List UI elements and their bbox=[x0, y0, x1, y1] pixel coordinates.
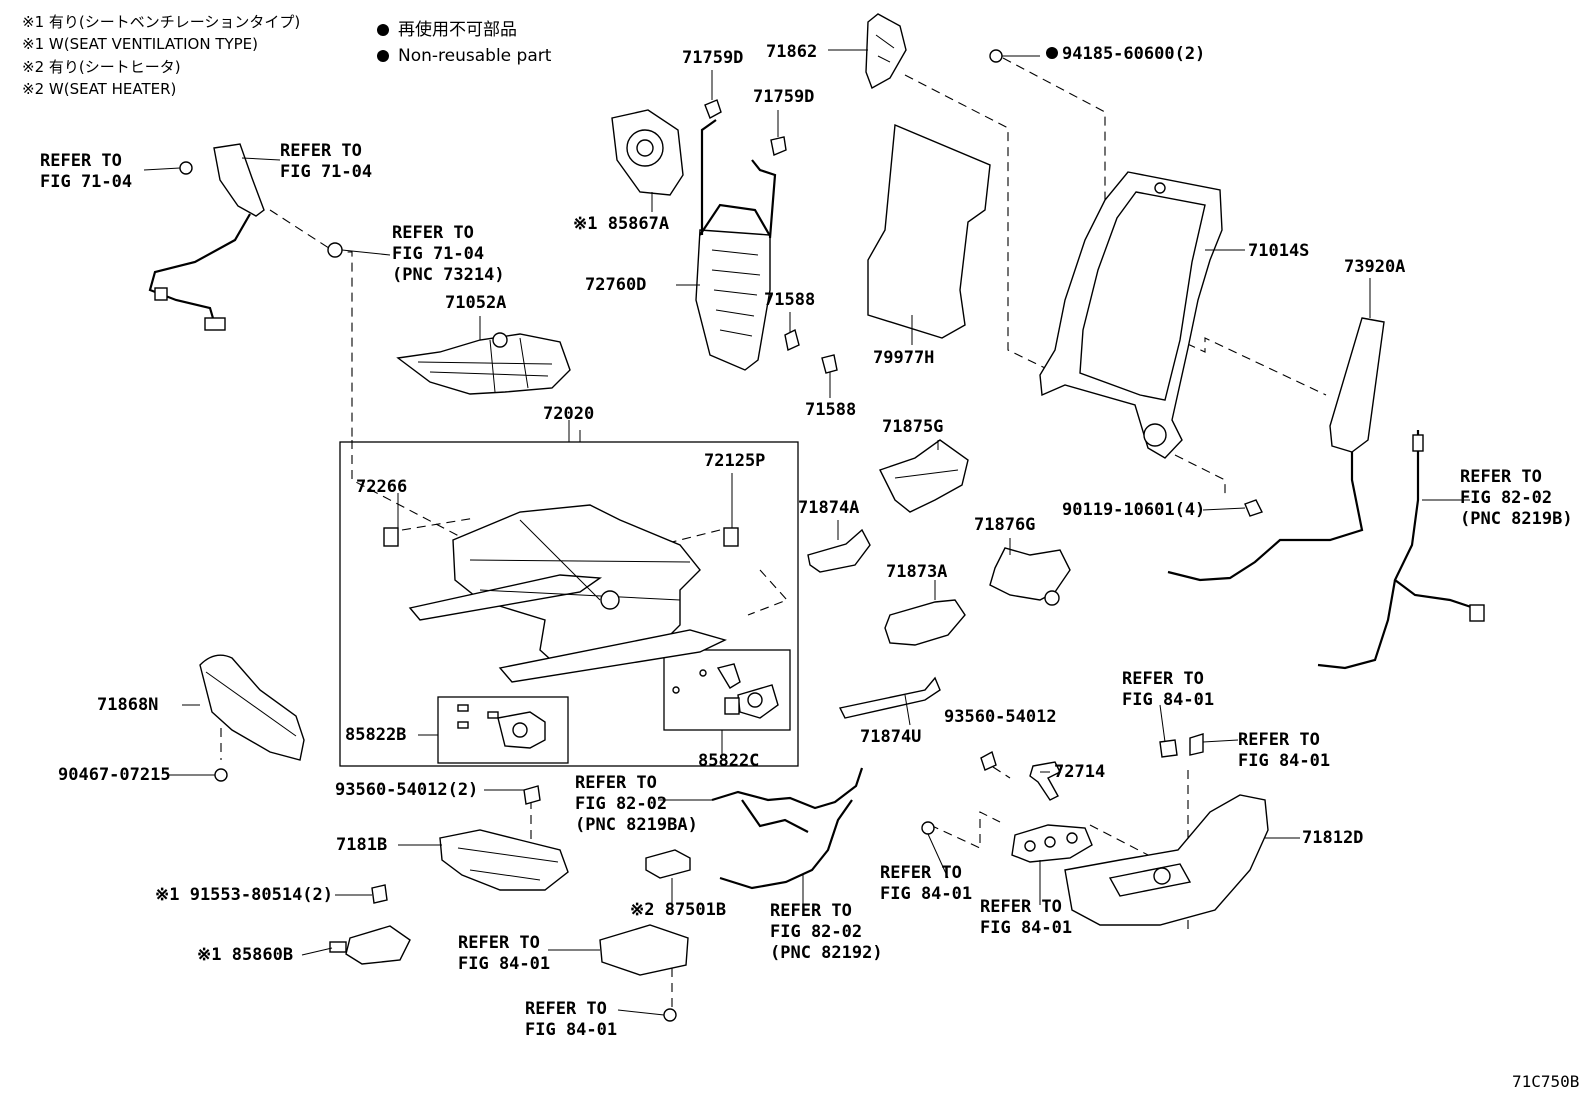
refer-5-line-1: REFER TO bbox=[575, 773, 657, 793]
label-94185: 94185-60600(2) bbox=[1062, 44, 1205, 64]
refer-8-line-2: FIG 82-02 bbox=[770, 922, 862, 942]
label-79977H: 79977H bbox=[873, 348, 934, 368]
legend-nonreuse-en: Non-reusable part bbox=[398, 46, 552, 66]
label-72266: 72266 bbox=[356, 477, 407, 497]
refer-1-line-2: FIG 71-04 bbox=[40, 172, 132, 192]
legend-nonreuse-ja: 再使用不可部品 bbox=[398, 19, 517, 40]
refer-12-line-1: REFER TO bbox=[525, 999, 607, 1019]
label-90119: 90119-10601(4) bbox=[1062, 500, 1205, 520]
refer-3-line-1: REFER TO bbox=[392, 223, 474, 243]
refer-10-line-2: FIG 84-01 bbox=[980, 918, 1072, 938]
label-71868N: 71868N bbox=[97, 695, 158, 715]
refer-5-line-3: (PNC 8219BA) bbox=[575, 815, 698, 835]
label-93560-54012: 93560-54012 bbox=[944, 707, 1057, 727]
non-reusable-dot-icon bbox=[377, 24, 389, 36]
refer-9-line-1: REFER TO bbox=[880, 863, 962, 883]
refer-5-line-2: FIG 82-02 bbox=[575, 794, 667, 814]
refer-3-line-3: (PNC 73214) bbox=[392, 265, 505, 285]
legend-line-4: ※2 W(SEAT HEATER) bbox=[22, 80, 176, 98]
label-72020: 72020 bbox=[543, 404, 594, 424]
label-71873A: 71873A bbox=[886, 562, 947, 582]
label-87501B: ※2 87501B bbox=[630, 900, 726, 920]
refer-4-line-3: (PNC 8219B) bbox=[1460, 509, 1573, 529]
label-71876G: 71876G bbox=[974, 515, 1035, 535]
refer-8-line-3: (PNC 82192) bbox=[770, 943, 883, 963]
refer-1-line-1: REFER TO bbox=[40, 151, 122, 171]
label-71874A: 71874A bbox=[798, 498, 859, 518]
non-reusable-dot-icon bbox=[1046, 47, 1058, 59]
refer-8-line-1: REFER TO bbox=[770, 901, 852, 921]
non-reusable-dot-icon bbox=[377, 50, 389, 62]
label-72760D: 72760D bbox=[585, 275, 646, 295]
refer-12-line-2: FIG 84-01 bbox=[525, 1020, 617, 1040]
refer-2-line-1: REFER TO bbox=[280, 141, 362, 161]
refer-11-line-2: FIG 84-01 bbox=[458, 954, 550, 974]
label-90467: 90467-07215 bbox=[58, 765, 171, 785]
label-91553: ※1 91553-80514(2) bbox=[155, 885, 333, 905]
label-71875G: 71875G bbox=[882, 417, 943, 437]
part-labels: 71759D 71862 94185-60600(2) 71759D ※1 85… bbox=[58, 42, 1579, 1091]
refer-3-line-2: FIG 71-04 bbox=[392, 244, 484, 264]
refer-4-line-2: FIG 82-02 bbox=[1460, 488, 1552, 508]
label-71812D: 71812D bbox=[1302, 828, 1363, 848]
part-drawings bbox=[148, 13, 1485, 1022]
refer-9-line-2: FIG 84-01 bbox=[880, 884, 972, 904]
label-7181B: 7181B bbox=[336, 835, 387, 855]
legend-line-3: ※2 有り(シートヒータ) bbox=[22, 58, 181, 76]
diagram-code: 71C750B bbox=[1512, 1072, 1579, 1091]
label-85860B: ※1 85860B bbox=[197, 945, 293, 965]
label-71052A: 71052A bbox=[445, 293, 506, 313]
refer-2-line-2: FIG 71-04 bbox=[280, 162, 372, 182]
label-71759D-2: 71759D bbox=[753, 87, 814, 107]
label-71588-2: 71588 bbox=[805, 400, 856, 420]
label-72125P: 72125P bbox=[704, 451, 765, 471]
leader-lines bbox=[143, 49, 1470, 1016]
label-85822B: 85822B bbox=[345, 725, 406, 745]
label-85822C: 85822C bbox=[698, 751, 759, 771]
label-71862: 71862 bbox=[766, 42, 817, 62]
legend-line-1: ※1 有り(シートベンチレーションタイプ) bbox=[22, 13, 300, 31]
refer-7-line-2: FIG 84-01 bbox=[1238, 751, 1330, 771]
label-71014S: 71014S bbox=[1248, 241, 1309, 261]
label-85867A: ※1 85867A bbox=[573, 214, 669, 234]
label-72714: 72714 bbox=[1054, 762, 1105, 782]
label-73920A: 73920A bbox=[1344, 257, 1405, 277]
refer-4-line-1: REFER TO bbox=[1460, 467, 1542, 487]
legend-line-2: ※1 W(SEAT VENTILATION TYPE) bbox=[22, 35, 258, 53]
refer-to-callouts: REFER TO FIG 71-04 REFER TO FIG 71-04 RE… bbox=[40, 141, 1573, 1040]
label-71759D: 71759D bbox=[682, 48, 743, 68]
motor-85822b-frame bbox=[437, 696, 569, 764]
refer-6-line-1: REFER TO bbox=[1122, 669, 1204, 689]
refer-10-line-1: REFER TO bbox=[980, 897, 1062, 917]
legend: ※1 有り(シートベンチレーションタイプ) ※1 W(SEAT VENTILAT… bbox=[22, 13, 552, 98]
refer-7-line-1: REFER TO bbox=[1238, 730, 1320, 750]
label-71874U: 71874U bbox=[860, 727, 921, 747]
refer-6-line-2: FIG 84-01 bbox=[1122, 690, 1214, 710]
label-93560-54012-2: 93560-54012(2) bbox=[335, 780, 478, 800]
motor-85822c-frame bbox=[663, 649, 791, 731]
label-71588: 71588 bbox=[764, 290, 815, 310]
refer-11-line-1: REFER TO bbox=[458, 933, 540, 953]
